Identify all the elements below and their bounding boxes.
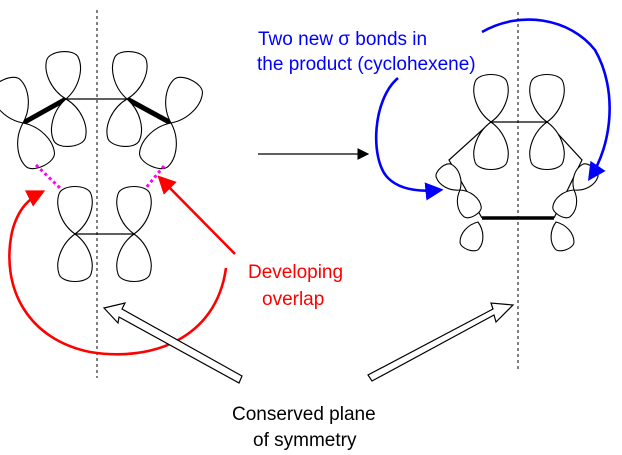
label-two-new-sigma-line2: the product (cyclohexene) — [257, 54, 476, 75]
product-group — [374, 12, 611, 370]
sigma-bond-orbital-left — [432, 159, 489, 255]
overlap-dots-right — [143, 165, 166, 190]
diene-p-orbital-1 — [0, 72, 60, 174]
reactants-group — [0, 10, 236, 378]
blue-arrow-right — [481, 18, 611, 182]
label-developing-line1: Developing — [248, 262, 343, 283]
label-two-new-sigma-line1: Two new σ bonds in — [258, 29, 427, 50]
red-arrow-straight — [157, 175, 236, 255]
label-conserved-line2: of symmetry — [253, 430, 357, 451]
overlap-dots-left — [34, 163, 62, 190]
label-developing-line2: overlap — [262, 289, 324, 310]
blue-arrow-left — [374, 77, 444, 201]
hollow-arrow-right — [367, 302, 515, 382]
diene-c3-c4-double-bond — [125, 96, 173, 126]
diene-p-orbital-4 — [134, 72, 208, 174]
diene-c1-c2-double-bond — [21, 96, 68, 126]
red-arrow-curved — [8, 190, 228, 356]
hollow-arrow-left — [102, 302, 243, 384]
label-conserved-line1: Conserved plane — [232, 404, 376, 425]
